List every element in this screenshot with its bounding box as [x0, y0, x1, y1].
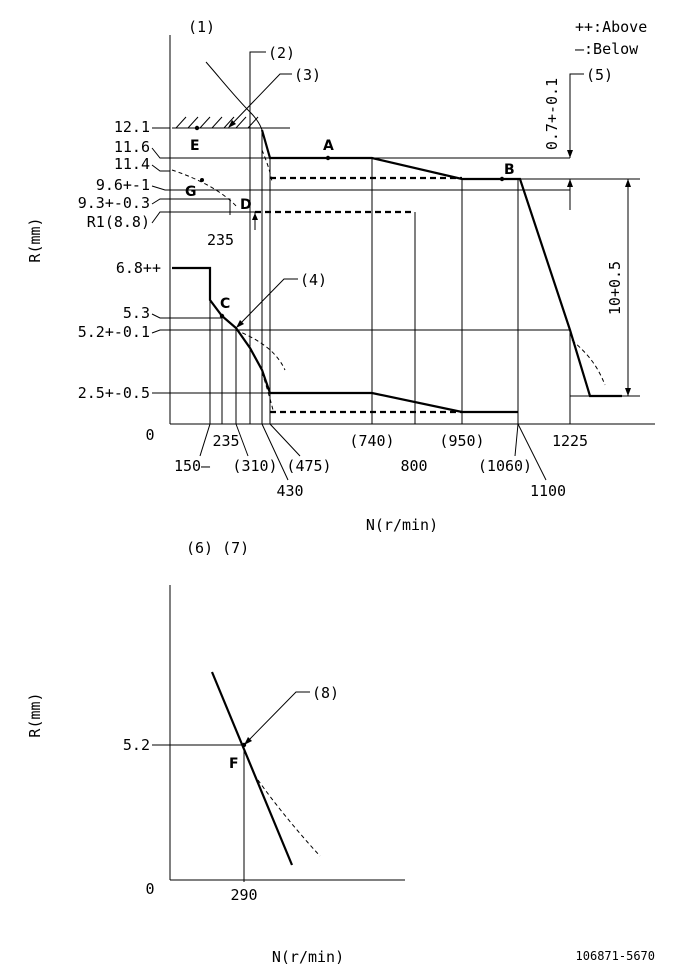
dim-0-7: 0.7+-0.1 — [543, 78, 561, 150]
upper-curve — [260, 129, 622, 398]
y-tick-2-5: 2.5+-0.5 — [78, 384, 150, 402]
x-tick-475: (475) — [286, 457, 331, 475]
x-tick-1060: (1060) — [478, 457, 532, 475]
point-b-marker — [499, 176, 505, 182]
x-tick-150: 150— — [174, 457, 211, 475]
callout-5: (5) — [586, 66, 613, 84]
x-tick-1100: 1100 — [530, 482, 566, 500]
x-tick-950: (950) — [439, 432, 484, 450]
bottom-x-axis-label: N(r/min) — [272, 948, 344, 966]
point-e-label: E — [190, 138, 200, 154]
part-number: 106871-5670 — [576, 949, 655, 963]
point-f-label: F — [229, 756, 239, 772]
legend-below: —:Below — [575, 40, 639, 58]
callout-8: (8) — [312, 684, 339, 702]
legend-above: ++:Above — [575, 18, 647, 36]
callout-4: (4) — [300, 271, 327, 289]
lower-curve — [172, 266, 518, 414]
bottom-curve — [210, 671, 294, 866]
ref-label-6-7: (6) (7) — [186, 539, 249, 557]
bottom-x-tick-290: 290 — [230, 886, 257, 904]
point-a-label: A — [323, 138, 334, 154]
origin-label: 0 — [145, 426, 154, 444]
top-chart: (1) ++:Above —:Below R(mm) N(r/min) 0 12… — [26, 18, 655, 534]
rack-curve — [205, 61, 263, 131]
y-axis-label: R(mm) — [26, 217, 44, 262]
dim-10: 10+0.5 — [606, 261, 624, 315]
point-e-marker — [194, 125, 200, 131]
x-tick-235: 235 — [212, 432, 239, 450]
x-tick-1225: 1225 — [552, 432, 588, 450]
bottom-chart: (6) (7) R(mm) N(r/min) 0 5.2 290 F (8) — [26, 539, 405, 966]
x-tick-430: 430 — [276, 482, 303, 500]
x-tick-800: 800 — [400, 457, 427, 475]
point-c-label: C — [220, 296, 230, 312]
bottom-y-axis-label: R(mm) — [26, 692, 44, 737]
bottom-dashed-curve — [257, 779, 321, 857]
y-tick-11-6: 11.6 — [114, 138, 150, 156]
bottom-origin: 0 — [145, 880, 154, 898]
point-g-marker — [200, 178, 204, 182]
point-a-marker — [325, 155, 331, 161]
y-tick-11-4: 11.4 — [114, 155, 150, 173]
y-tick-12-1: 12.1 — [114, 118, 150, 136]
callout-3: (3) — [294, 66, 321, 84]
y-tick-9-3: 9.3+-0.3 — [78, 194, 150, 212]
point-c-marker — [219, 313, 225, 319]
stopper-hatch — [175, 116, 259, 129]
point-b-label: B — [504, 162, 515, 178]
y-tick-5-2: 5.2+-0.1 — [78, 323, 150, 341]
y-tick-6-8: 6.8++ — [116, 259, 161, 277]
callout-2: (2) — [268, 44, 295, 62]
point-d-label: D — [240, 197, 252, 213]
ref-label-1: (1) — [188, 18, 215, 36]
y-tick-9-6: 9.6+-1 — [96, 176, 150, 194]
bottom-y-tick-5-2: 5.2 — [123, 736, 150, 754]
x-axis-label: N(r/min) — [366, 516, 438, 534]
x-tick-740: (740) — [349, 432, 394, 450]
x-tick-310: (310) — [232, 457, 277, 475]
y-tick-5-3: 5.3 — [123, 304, 150, 322]
note-235: 235 — [207, 231, 234, 249]
y-tick-r1: R1(8.8) — [87, 213, 150, 231]
point-g-label: G — [185, 184, 197, 200]
